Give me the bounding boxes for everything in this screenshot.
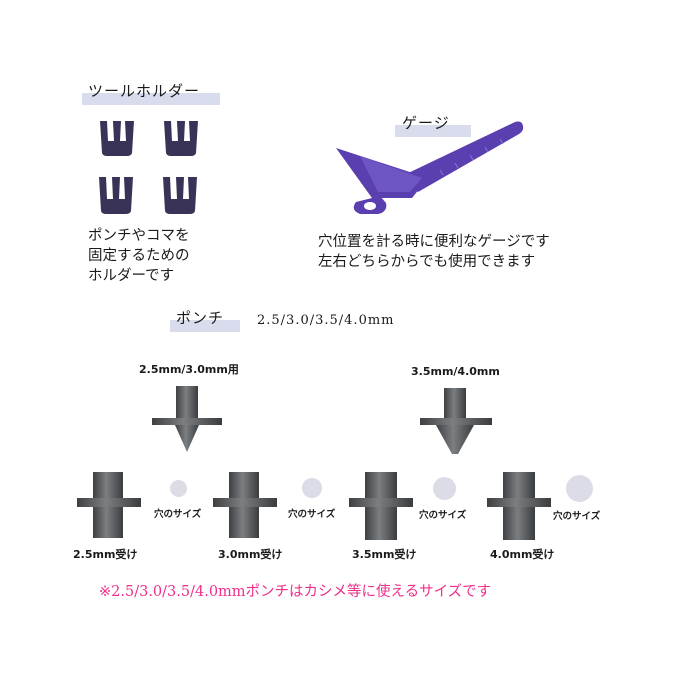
- hole-size-label: 穴のサイズ: [154, 509, 202, 520]
- gauge-image: [336, 121, 524, 214]
- gauge-description-line: 穴位置を計る時に便利なゲージです: [318, 234, 550, 250]
- receiver-label-3-0mm: 3.0mm受け: [218, 548, 283, 561]
- tool-holder-heading-bar: [82, 93, 220, 105]
- hole-size-3-5mm: [433, 477, 456, 500]
- tool-holder-description-line: ポンチやコマを: [88, 228, 190, 244]
- punch-tip-label-large: 3.5mm/4.0mm: [411, 365, 500, 378]
- tool-holder-image-1: [100, 121, 134, 156]
- tool-holder-image-4: [163, 177, 197, 214]
- punch-heading-bar: [170, 320, 240, 332]
- tool-holder-description-line: 固定するための: [88, 248, 190, 264]
- tool-holder-description: ポンチやコマを 固定するための ホルダーです: [88, 226, 190, 286]
- receiver-4-0mm-image: [487, 472, 551, 540]
- gauge-description-line: 左右どちらからでも使用できます: [318, 254, 536, 270]
- receiver-label-2-5mm: 2.5mm受け: [73, 548, 138, 561]
- receiver-3-5mm-image: [349, 472, 413, 540]
- hole-size-4-0mm: [566, 475, 593, 502]
- punch-tip-large-image: [420, 388, 492, 454]
- hole-size-3-0mm: [302, 478, 322, 498]
- tool-holder-description-line: ホルダーです: [88, 268, 175, 284]
- tool-holder-title: ツールホルダー: [88, 82, 201, 100]
- gauge-heading-bar: [395, 125, 471, 137]
- tool-holder-image-2: [164, 121, 198, 156]
- gauge-title: ゲージ: [402, 114, 450, 132]
- punch-sizes: 2.5/3.0/3.5/4.0mm: [257, 313, 395, 328]
- receiver-3-0mm-image: [213, 472, 277, 538]
- receiver-label-3-5mm: 3.5mm受け: [352, 548, 417, 561]
- punch-tip-label-small: 2.5mm/3.0mm用: [139, 363, 239, 376]
- hole-size-label: 穴のサイズ: [419, 510, 467, 521]
- hole-size-label: 穴のサイズ: [553, 511, 601, 522]
- hole-size-2-5mm: [170, 480, 187, 497]
- footnote: ※2.5/3.0/3.5/4.0mmポンチはカシメ等に使えるサイズです: [99, 584, 492, 600]
- gauge-description: 穴位置を計る時に便利なゲージです 左右どちらからでも使用できます: [318, 232, 550, 272]
- receiver-2-5mm-image: [77, 472, 141, 538]
- punch-tip-small-image: [152, 386, 222, 452]
- hole-size-label: 穴のサイズ: [288, 509, 336, 520]
- punch-title: ポンチ: [176, 309, 225, 327]
- receiver-label-4-0mm: 4.0mm受け: [490, 548, 555, 561]
- tool-holder-image-3: [99, 177, 133, 214]
